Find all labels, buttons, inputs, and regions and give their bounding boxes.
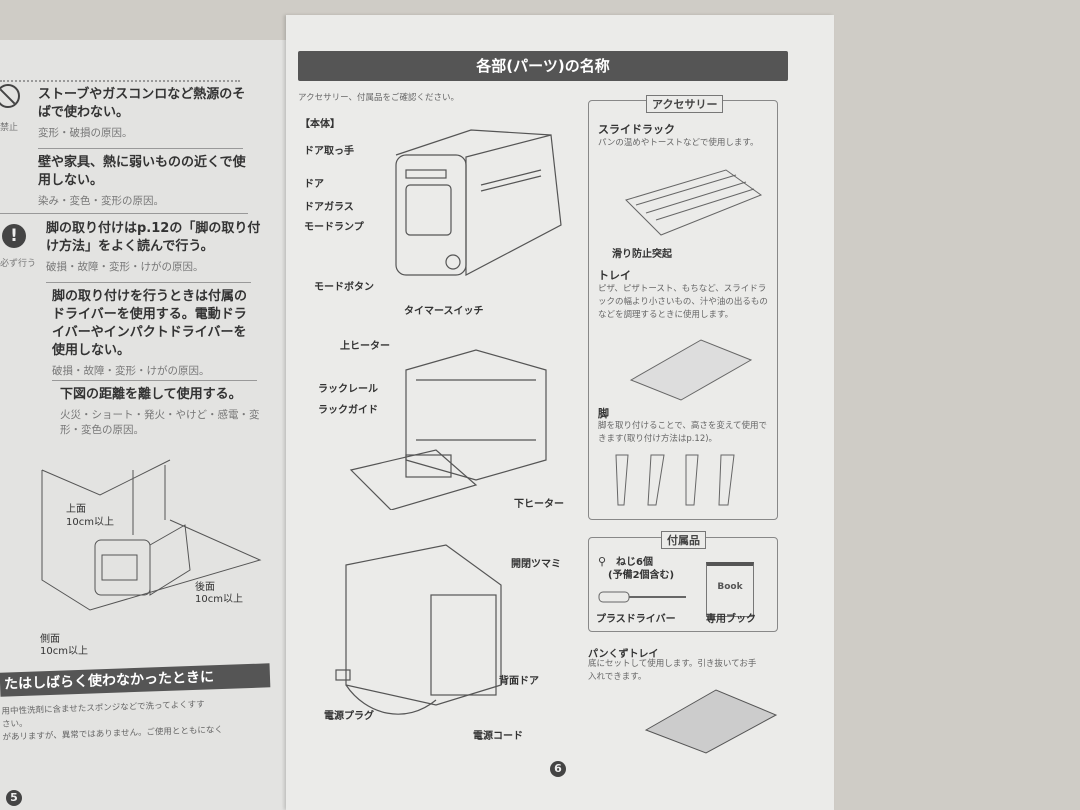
slide-rack-illustration [625,169,763,236]
left-page: 禁止 ストーブやガスコンロなど熱源のそばで使わない。変形・破損の原因。 壁や家具… [0,40,300,810]
page-number: 6 [550,761,566,777]
dotted-divider [0,80,240,82]
right-page: 各部(パーツ)の名称 アクセサリー、付属品をご確認ください。 【本体】 ドア取っ… [286,15,834,810]
intro-text: アクセサリー、付属品をご確認ください。 [298,93,459,103]
prohibited-label: 禁止 [0,123,19,133]
screw-icon: ⚲ [598,555,607,568]
warning-item: 脚の取り付けを行うときは付属のドライバーを使用する。電動ドライバーやインパクトド… [52,289,248,377]
exclamation-icon: ! [2,224,26,248]
warning-item: ストーブやガスコンロなど熱源のそばで使わない。変形・破損の原因。 [38,87,246,139]
page-number: 5 [6,790,22,806]
clearance-diagram [41,459,262,611]
page-header: 各部(パーツ)の名称 [298,51,788,81]
must-do-label: 必ず行う [0,259,37,269]
warning-item: 脚の取り付けはp.12の「脚の取り付け方法」をよく読んで行う。破損・故障・変形・… [46,221,261,273]
tray-illustration [629,339,753,401]
legs-illustration [615,454,735,506]
prohibited-icon [0,84,20,108]
warning-item: 下図の距離を離して使用する。火災・ショート・発火・やけど・感電・変形・変色の原因… [60,387,260,436]
oven-front-illustration [395,129,562,276]
crumb-tray-illustration [644,689,778,754]
oven-back-illustration [335,544,502,715]
warning-item: 壁や家具、熱に弱いものの近くで使用しない。染み・変色・変形の原因。 [38,155,246,207]
oven-inside-illustration [349,349,547,510]
book-illustration: Book [706,562,754,617]
screwdriver-illustration [598,591,686,603]
